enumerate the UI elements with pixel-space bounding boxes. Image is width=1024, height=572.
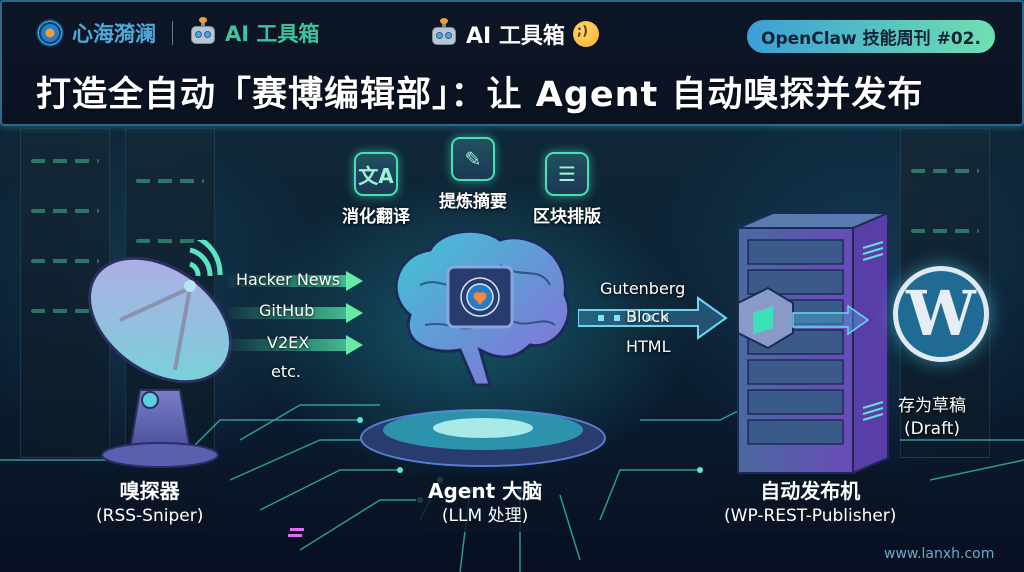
feature-translate: 文A 消化翻译	[342, 152, 410, 227]
format-html: HTML	[626, 337, 671, 356]
issue-badge: OpenClaw 技能周刊 #02.	[747, 20, 995, 53]
brand-tool-label: AI 工具箱	[225, 22, 320, 46]
source-etc: etc.	[271, 362, 301, 381]
draft-title: 存为草稿	[898, 396, 966, 416]
stage-caption-sniper: 嗅探器 (RSS-Sniper)	[84, 474, 216, 532]
stage-title: 嗅探器	[119, 479, 180, 503]
source-arrow	[228, 271, 363, 291]
brain-chip-icon	[394, 229, 571, 387]
satellite-dish-icon	[87, 240, 233, 468]
server-tower-icon	[737, 211, 889, 475]
stage-caption-brain: Agent 大脑 (LLM 处理)	[416, 474, 555, 532]
format-block: Block	[626, 307, 670, 326]
draft-label: 存为草稿 (Draft)	[898, 395, 966, 441]
winking-face-icon	[572, 21, 599, 47]
hologram-platform	[360, 409, 606, 467]
source-arrow	[228, 335, 363, 355]
stage-caption-publisher: 自动发布机 (WP-REST-Publisher)	[712, 474, 909, 532]
stage-subtitle: (LLM 处理)	[441, 506, 529, 526]
translate-icon: 文A	[354, 152, 398, 196]
brand[interactable]: 心海漪澜 AI 工具箱	[36, 17, 320, 48]
stage-subtitle: (RSS-Sniper)	[96, 506, 204, 526]
brand-name: 心海漪澜	[72, 22, 156, 46]
source-arrow	[228, 303, 363, 323]
draft-subtitle: (Draft)	[903, 418, 961, 439]
feature-label: 区块排版	[533, 207, 601, 227]
center-tag: AI 工具箱	[430, 18, 599, 50]
feature-layout: ☰ 区块排版	[533, 152, 601, 227]
page-title: 打造全自动「赛博编辑部」：让 Agent 自动嗅探并发布	[36, 75, 924, 115]
heart-logo-icon	[36, 19, 64, 47]
feature-label: 消化翻译	[342, 207, 410, 227]
robot-icon	[189, 17, 217, 46]
layout-block-icon: ☰	[545, 152, 589, 196]
robot-icon	[430, 18, 458, 47]
output-arrow	[578, 296, 728, 340]
site-url[interactable]: www.lanxh.com	[884, 546, 995, 562]
stage-subtitle: (WP-REST-Publisher)	[724, 506, 897, 526]
stage-title: Agent 大脑	[428, 479, 543, 503]
wordpress-logo-icon: W	[893, 266, 989, 362]
header-banner: 心海漪澜 AI 工具箱 AI 工具箱 OpenClaw 技能周刊 #02. 打造…	[0, 0, 1024, 126]
document-edit-icon: ✎	[451, 137, 495, 181]
format-gutenberg: Gutenberg	[600, 279, 686, 298]
feature-label: 提炼摘要	[439, 192, 507, 212]
source-v2ex: V2EX	[267, 333, 310, 352]
source-github: GitHub	[259, 301, 315, 320]
stage-title: 自动发布机	[760, 479, 861, 503]
divider	[172, 21, 173, 45]
source-hacker-news: Hacker News	[236, 270, 341, 289]
center-tag-label: AI 工具箱	[466, 24, 565, 49]
feature-summarize: ✎ 提炼摘要	[439, 137, 507, 212]
